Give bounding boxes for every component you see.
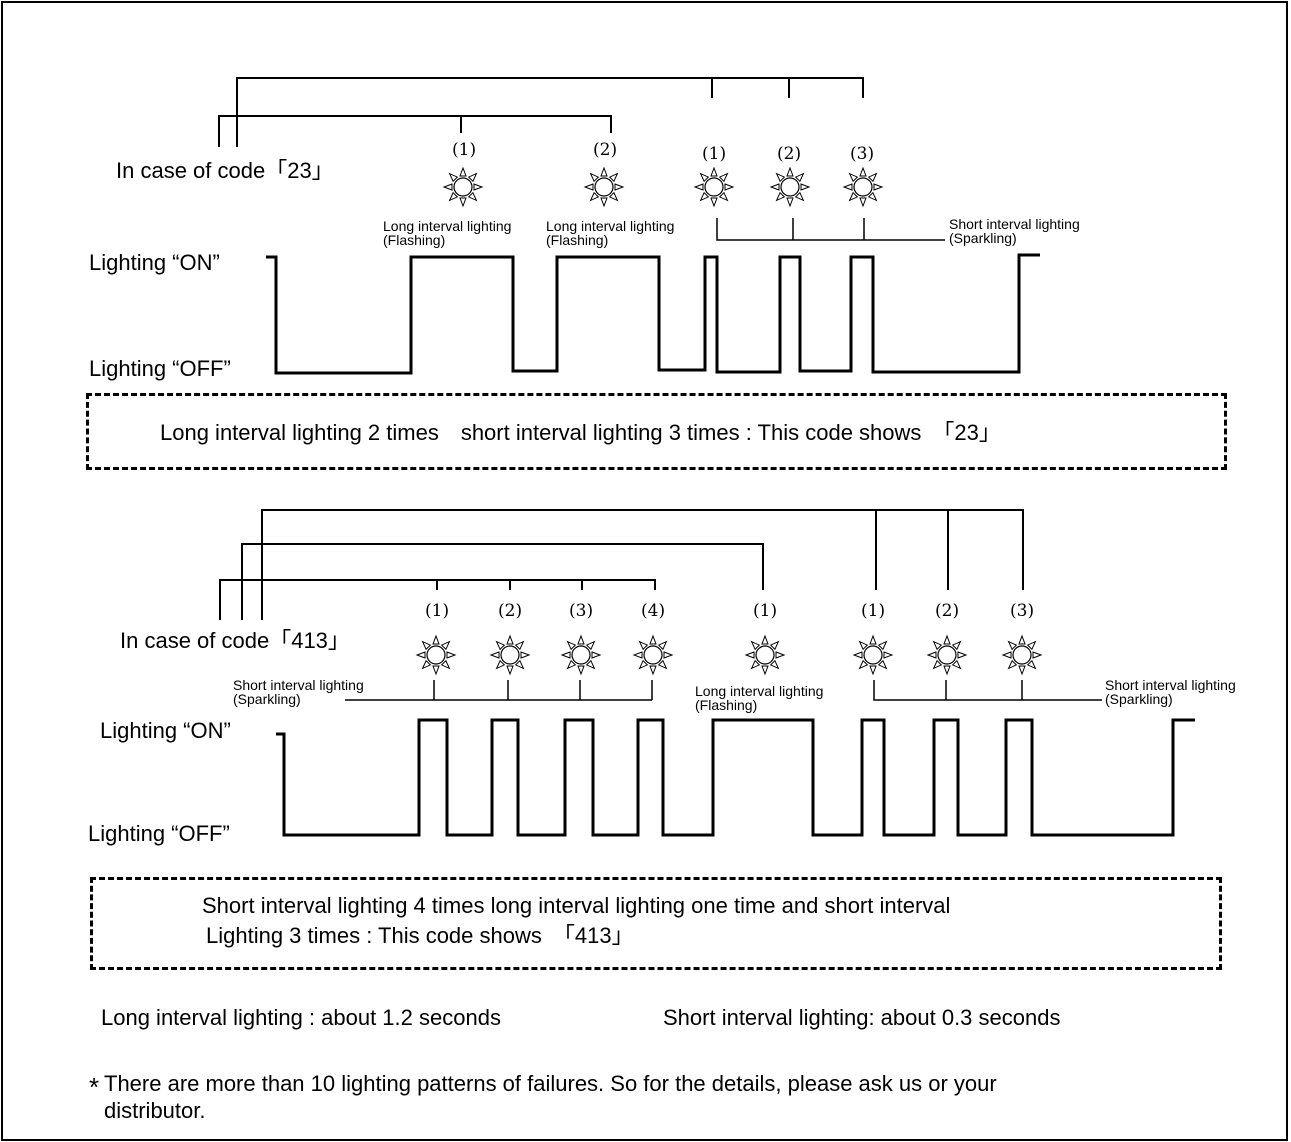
d2-g1-number-4: (4) [641, 601, 666, 621]
d2-summary-line2: Lighting 3 times : This code shows 「413」 [206, 923, 634, 948]
d1-long-label-1: Long interval lighting (Flashing) [383, 218, 512, 248]
lamp-icon [416, 635, 456, 675]
lamp-icon [1002, 635, 1042, 675]
d1-short-number-3: (3) [850, 144, 875, 164]
d2-g3-number-3: (3) [1010, 601, 1035, 621]
lamp-icon [584, 167, 624, 207]
d1-case-label: In case of code「23」 [116, 158, 334, 183]
lamp-icon [490, 635, 530, 675]
d1-summary-box [86, 393, 1227, 470]
d2-g3-number-1: (1) [861, 601, 886, 621]
lamp-icon [853, 635, 893, 675]
d1-long-number-2: (2) [593, 140, 618, 160]
d1-lamps [443, 167, 883, 207]
footnote-line2: distributor. [104, 1098, 206, 1123]
lamp-icon [843, 167, 883, 207]
footnote-line1: There are more than 10 lighting patterns… [104, 1071, 997, 1096]
d1-brackets [218, 77, 864, 147]
d1-on-label: Lighting “ON” [89, 250, 220, 275]
d2-g2-number-1: (1) [753, 601, 778, 621]
d1-waveform [266, 253, 1040, 375]
d2-brackets [219, 509, 1024, 620]
d2-summary-line1: Short interval lighting 4 times long int… [202, 893, 951, 918]
d2-lamps [416, 635, 1042, 675]
d1-off-label: Lighting “OFF” [89, 356, 231, 381]
d1-short-number-1: (1) [702, 144, 727, 164]
d2-g3-number-2: (2) [935, 601, 960, 621]
d2-g1-number-2: (2) [498, 601, 523, 621]
d2-summary-box [90, 877, 1222, 970]
lamp-icon [927, 635, 967, 675]
lamp-icon [633, 635, 673, 675]
short-duration-note: Short interval lighting: about 0.3 secon… [663, 1005, 1061, 1030]
long-duration-note: Long interval lighting : about 1.2 secon… [101, 1005, 501, 1030]
d2-waveform [276, 718, 1195, 837]
d1-short-number-2: (2) [777, 144, 802, 164]
d2-off-label: Lighting “OFF” [88, 821, 230, 846]
d2-g1-number-3: (3) [569, 601, 594, 621]
d1-long-label-2: Long interval lighting (Flashing) [546, 218, 675, 248]
lamp-icon [745, 635, 785, 675]
d2-long-label: Long interval lighting (Flashing) [695, 683, 824, 713]
lamp-icon [694, 167, 734, 207]
d2-on-label: Lighting “ON” [100, 718, 231, 743]
lamp-icon [561, 635, 601, 675]
d2-short-group-lines [345, 680, 1102, 701]
lamp-icon [770, 167, 810, 207]
d1-long-number-1: (1) [452, 140, 477, 160]
d2-case-label: In case of code「413」 [120, 628, 350, 653]
d2-short-label-right: Short interval lighting (Sparkling) [1105, 677, 1236, 707]
d2-short-label-left: Short interval lighting (Sparkling) [233, 677, 364, 707]
d1-short-label: Short interval lighting (Sparkling) [949, 216, 1080, 246]
d2-g1-number-1: (1) [425, 601, 450, 621]
lamp-icon [443, 167, 483, 207]
d1-short-group-line [716, 218, 945, 241]
footnote-asterisk: * [89, 1072, 100, 1102]
d1-summary: Long interval lighting 2 times short int… [160, 420, 1001, 445]
